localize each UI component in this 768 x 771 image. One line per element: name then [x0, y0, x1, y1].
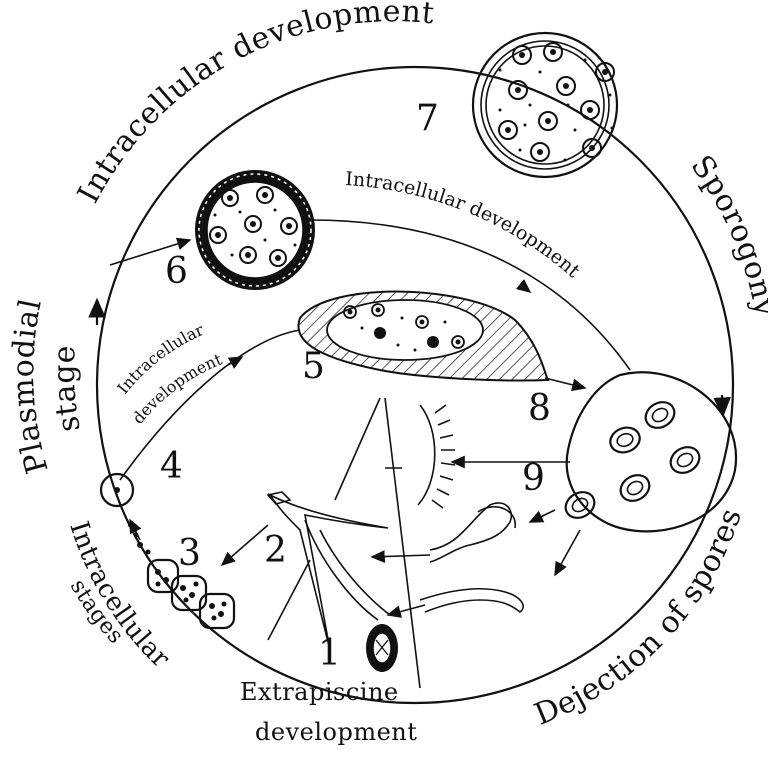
- stage-number-1: 1: [318, 633, 341, 674]
- stage-number-9: 9: [522, 458, 545, 499]
- stage-4-cell: [101, 474, 133, 506]
- arrow-5-to-8: [545, 378, 585, 388]
- stage-number-6: 6: [165, 251, 188, 292]
- label-extrapiscine-development: development: [255, 718, 417, 746]
- arrow-8-to-tube-lower: [555, 530, 580, 575]
- arrow-4-to-5-head: [228, 357, 242, 365]
- stage-1-spore: [366, 624, 398, 672]
- arrow-8-to-tube-upper: [530, 510, 555, 522]
- stage-number-4: 4: [160, 446, 183, 487]
- stage-number-7: 7: [416, 98, 439, 139]
- stage-number-2: 2: [264, 530, 287, 571]
- label-stage: stage: [47, 344, 88, 435]
- stage-7-cyst: [473, 33, 617, 177]
- stage-number-3: 3: [178, 533, 201, 574]
- stage-number-5: 5: [302, 346, 325, 387]
- actinospore-tubes: [420, 503, 523, 612]
- arrow-6-to-8-head: [520, 284, 530, 292]
- label-dejection-of-spores: Dejection of spores: [530, 504, 749, 733]
- stage-5-plasmodium: [298, 292, 548, 381]
- stage-8-spores: [561, 372, 736, 531]
- stage-6-plasmodium: [195, 170, 315, 290]
- cycle-arrow-right: [722, 395, 723, 415]
- arrow-2-to-3: [222, 525, 268, 565]
- arrow-tube-to-2: [372, 555, 430, 557]
- label-sporogony: Sporogony: [684, 149, 768, 319]
- stage-number-8: 8: [528, 388, 551, 429]
- host-comb: [385, 405, 455, 508]
- label-extrapiscine: Extrapiscine: [240, 678, 399, 706]
- arrow-tube-to-1: [388, 605, 425, 615]
